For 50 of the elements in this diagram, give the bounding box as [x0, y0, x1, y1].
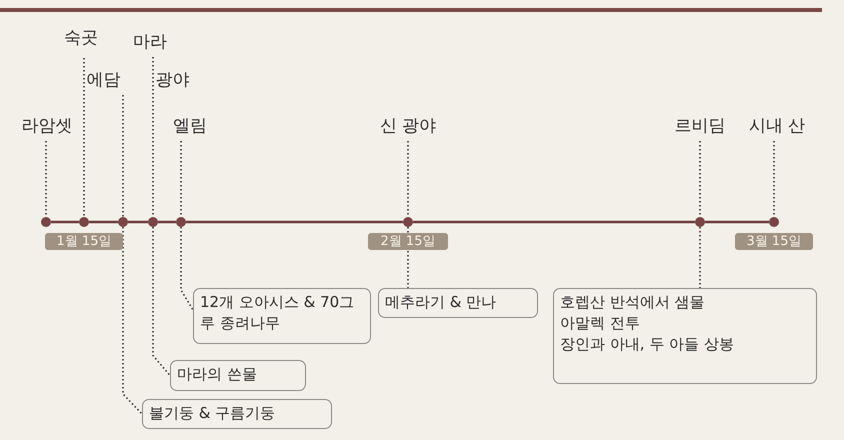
place-name: 신 광야: [372, 116, 444, 138]
event-box: [193, 288, 371, 344]
timeline-segment: [89, 220, 118, 224]
event-box: [170, 360, 306, 391]
timeline-dot: [41, 217, 51, 227]
event-text: 아말렉 전투: [560, 313, 641, 334]
leader-line: [122, 227, 143, 415]
timeline-segment: [186, 220, 403, 224]
event-text: 호렙산 반석에서 샘물: [560, 292, 706, 313]
event-text: 마라의 쓴물: [177, 364, 258, 385]
leader-line: [699, 227, 701, 288]
leader-line: [773, 141, 775, 217]
timeline-dot: [695, 217, 705, 227]
leader-line: [152, 57, 154, 217]
timeline-dot: [118, 217, 128, 227]
leader-line: [699, 141, 701, 217]
place-name: 라암셋: [16, 116, 78, 138]
timeline-segment: [51, 220, 79, 224]
leader-line: [407, 141, 409, 217]
timeline-dot: [176, 217, 186, 227]
leader-line: [180, 141, 182, 217]
event-text: 불기둥 & 구름기둥: [149, 403, 276, 424]
event-box: [378, 288, 538, 318]
timeline-dot: [403, 217, 413, 227]
leader-line: [152, 227, 171, 376]
event-text: 메추라기 & 만나: [385, 292, 498, 313]
event-box: [142, 399, 332, 429]
timeline-segment: [705, 220, 769, 224]
event-box: [553, 288, 817, 384]
timeline-segment: [413, 220, 695, 224]
timeline-dot: [769, 217, 779, 227]
timeline-dot: [148, 217, 158, 227]
timeline-segment: [128, 220, 148, 224]
leader-line: [122, 95, 124, 217]
timeline-dot: [79, 217, 89, 227]
date-badge: 1월 15일: [45, 233, 123, 250]
date-badge: 2월 15일: [368, 233, 448, 250]
event-text: 장인과 아내, 두 아들 상봉: [560, 334, 735, 355]
place-name: 시내 산: [742, 116, 812, 138]
date-badge: 3월 15일: [735, 233, 813, 250]
leader-line: [83, 58, 85, 217]
place-name: 에담 광야: [86, 70, 190, 92]
place-name: 엘림: [168, 116, 212, 138]
timeline-segment: [158, 220, 176, 224]
event-text: 12개 오아시스 & 70그루 종려나무: [200, 292, 356, 334]
leader-line: [45, 141, 47, 217]
place-name: 숙곳: [58, 28, 104, 50]
place-name: 르비딤: [668, 116, 732, 138]
place-name: 마라: [128, 32, 172, 54]
leader-line: [180, 227, 194, 310]
